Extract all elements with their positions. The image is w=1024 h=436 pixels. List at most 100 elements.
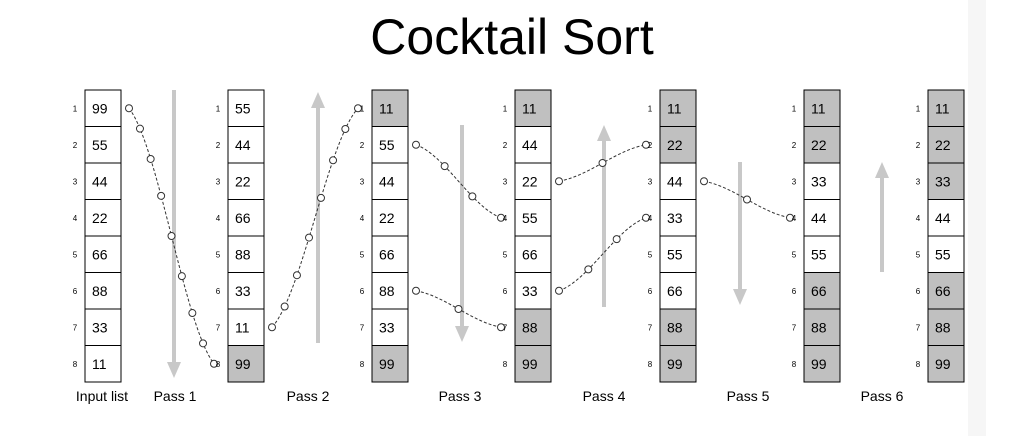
cell-value: 66 bbox=[379, 246, 395, 262]
list-cell bbox=[803, 199, 841, 237]
connector-dot bbox=[743, 195, 751, 204]
cell-value: 99 bbox=[379, 356, 395, 372]
connector-dot bbox=[329, 156, 338, 165]
list-cell bbox=[514, 235, 552, 273]
row-index: 4 bbox=[648, 214, 653, 223]
list-cell bbox=[84, 345, 122, 383]
row-index: 2 bbox=[792, 141, 797, 150]
connector-dot bbox=[555, 177, 563, 186]
cell-value: 33 bbox=[935, 173, 951, 189]
row-index: 4 bbox=[216, 214, 221, 223]
connector-dot bbox=[280, 302, 289, 311]
list-cell bbox=[514, 272, 552, 310]
row-index: 8 bbox=[360, 360, 365, 369]
cell-value: 88 bbox=[522, 319, 538, 335]
sorted-cell bbox=[371, 345, 409, 383]
list-cell bbox=[514, 199, 552, 237]
connector-dot bbox=[292, 271, 301, 280]
row-index: 6 bbox=[216, 287, 221, 296]
row-index: 7 bbox=[73, 323, 78, 332]
sorted-cell bbox=[927, 126, 965, 164]
cell-value: 66 bbox=[935, 283, 951, 299]
row-index: 7 bbox=[792, 323, 797, 332]
cell-value: 55 bbox=[235, 100, 251, 116]
row-index: 7 bbox=[216, 323, 221, 332]
connector-dot bbox=[497, 213, 505, 222]
connector-dot bbox=[146, 154, 155, 163]
cell-value: 11 bbox=[811, 100, 826, 116]
cell-value: 11 bbox=[92, 356, 107, 372]
cell-value: 22 bbox=[379, 210, 395, 226]
row-index: 7 bbox=[360, 323, 365, 332]
list-cell bbox=[927, 199, 965, 237]
cell-value: 88 bbox=[667, 319, 683, 335]
arrow-up-icon bbox=[597, 125, 611, 307]
row-index: 6 bbox=[503, 287, 508, 296]
cell-value: 11 bbox=[935, 100, 950, 116]
cell-value: 55 bbox=[92, 137, 108, 153]
row-index: 2 bbox=[916, 141, 921, 150]
sorted-cell bbox=[803, 308, 841, 346]
row-index: 8 bbox=[648, 360, 653, 369]
sorted-cell bbox=[371, 89, 409, 127]
cell-value: 11 bbox=[235, 319, 250, 335]
connector-dot bbox=[199, 339, 208, 348]
cell-value: 99 bbox=[522, 356, 538, 372]
connector-dot bbox=[786, 213, 794, 222]
row-index: 3 bbox=[792, 177, 797, 186]
row-index: 7 bbox=[916, 323, 921, 332]
list-cell bbox=[227, 126, 265, 164]
connector-dot bbox=[210, 359, 218, 368]
cell-value: 55 bbox=[935, 246, 951, 262]
sorted-cell bbox=[927, 272, 965, 310]
row-index: 6 bbox=[792, 287, 797, 296]
cell-value: 66 bbox=[92, 246, 108, 262]
row-index: 4 bbox=[916, 214, 921, 223]
list-cell bbox=[514, 126, 552, 164]
row-index: 5 bbox=[73, 250, 78, 259]
row-index: 8 bbox=[916, 360, 921, 369]
connector-dot bbox=[305, 233, 314, 242]
row-index: 2 bbox=[648, 141, 653, 150]
connector-dot bbox=[468, 192, 477, 201]
cell-value: 44 bbox=[92, 173, 108, 189]
cell-value: 66 bbox=[811, 283, 827, 299]
list-cell bbox=[84, 235, 122, 273]
row-index: 8 bbox=[503, 360, 508, 369]
list-cell bbox=[659, 235, 697, 273]
row-index: 8 bbox=[73, 360, 78, 369]
sorted-cell bbox=[927, 345, 965, 383]
pass-label: Pass 2 bbox=[287, 388, 330, 404]
right-edge-strip bbox=[968, 0, 986, 436]
connector-dot bbox=[188, 309, 197, 318]
cell-value: 66 bbox=[235, 210, 251, 226]
cell-value: 88 bbox=[811, 319, 827, 335]
list-cell bbox=[227, 235, 265, 273]
cell-value: 33 bbox=[667, 210, 683, 226]
cell-value: 44 bbox=[522, 137, 538, 153]
swap-connector bbox=[555, 213, 650, 295]
cell-value: 55 bbox=[811, 246, 827, 262]
cell-value: 22 bbox=[667, 137, 683, 153]
row-index: 4 bbox=[360, 214, 365, 223]
row-index: 6 bbox=[648, 287, 653, 296]
cell-value: 99 bbox=[92, 100, 108, 116]
page-title: Cocktail Sort bbox=[370, 9, 654, 65]
cell-value: 11 bbox=[379, 100, 394, 116]
connector-dot bbox=[642, 140, 650, 149]
row-index: 3 bbox=[503, 177, 508, 186]
pass-label: Pass 5 bbox=[727, 388, 770, 404]
cell-value: 33 bbox=[92, 319, 108, 335]
connector-dot bbox=[612, 235, 621, 244]
cell-value: 44 bbox=[935, 210, 951, 226]
row-index: 2 bbox=[503, 141, 508, 150]
cell-value: 55 bbox=[667, 246, 683, 262]
cell-value: 33 bbox=[811, 173, 827, 189]
row-index: 2 bbox=[73, 141, 78, 150]
